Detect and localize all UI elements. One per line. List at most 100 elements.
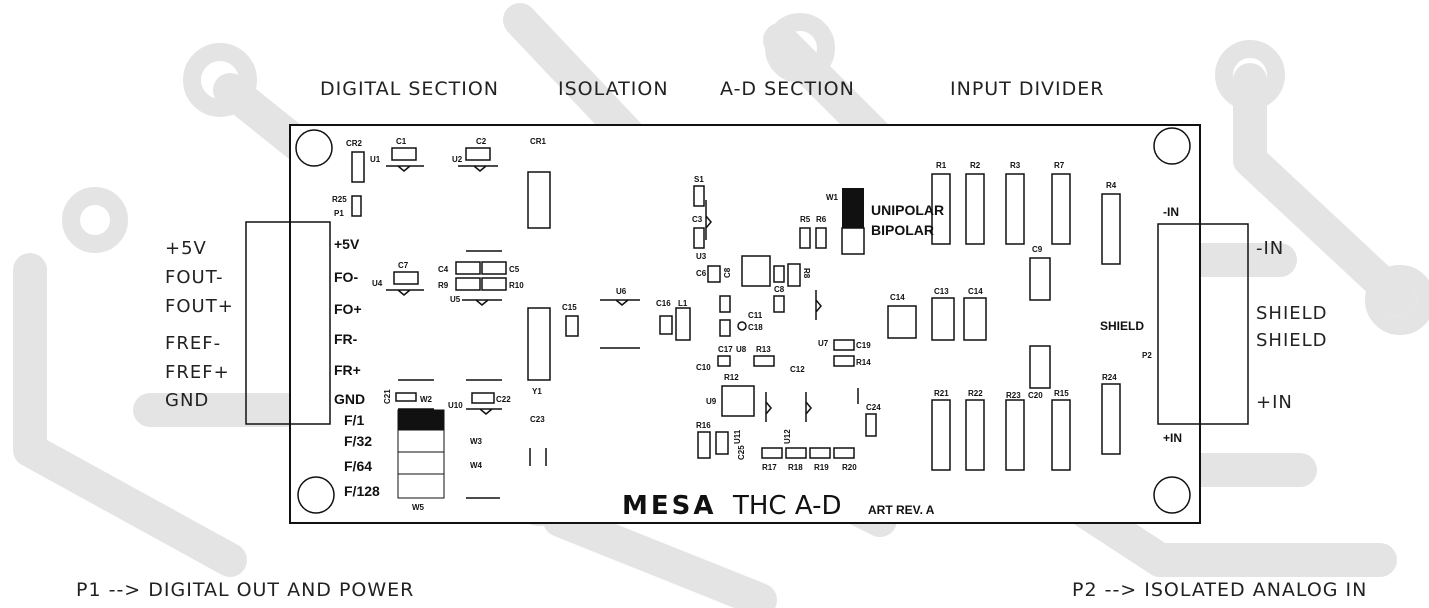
ref-label: R12: [724, 373, 739, 382]
l1-outline: [675, 307, 691, 341]
p1-board-pin-labels: +5V FO- FO+ FR- FR+ GND: [334, 236, 365, 407]
ref-label: R16: [696, 421, 711, 430]
p1-board-pin: FO+: [334, 301, 362, 317]
jumper-f128: [397, 473, 445, 499]
r10-outline: [481, 277, 507, 291]
ref-label: R25: [332, 195, 347, 204]
ref-label: R6: [816, 215, 827, 224]
c14a-outline: [887, 305, 917, 339]
r17-outline: [761, 447, 783, 459]
r24-outline: [1101, 383, 1121, 455]
ref-label: W5: [412, 503, 425, 512]
jumper-f1-installed: [397, 409, 445, 431]
c6-outline: [707, 265, 721, 283]
ref-label: C14: [968, 287, 983, 296]
ref-label: C14: [890, 293, 905, 302]
ref-label: R3: [1010, 161, 1021, 170]
ref-label: R4: [1106, 181, 1117, 190]
ref-label: C3: [692, 215, 703, 224]
r20-outline: [833, 447, 855, 459]
p1-board-pin: GND: [334, 391, 365, 407]
p2-board-pin: -IN: [1163, 205, 1179, 219]
c21-outline: [395, 392, 417, 402]
ref-label: R14: [856, 358, 871, 367]
ref-label: C8: [723, 267, 732, 278]
s1-outline: [693, 185, 705, 207]
ref-label: R13: [756, 345, 771, 354]
ref-label: R5: [800, 215, 811, 224]
ref-label: C4: [438, 265, 449, 274]
jumper-f32: [397, 429, 445, 453]
connector-p1: [245, 221, 331, 425]
ref-label: C6: [696, 269, 707, 278]
u9-outline: [721, 385, 755, 417]
ref-label: R8: [802, 268, 811, 279]
label-unipolar: UNIPOLAR: [871, 202, 944, 218]
p2-connector: [1157, 223, 1249, 425]
ref-label: R19: [814, 463, 829, 472]
r15-outline: [1051, 399, 1071, 471]
ref-label: C20: [1028, 391, 1043, 400]
ref-label: C13: [934, 287, 949, 296]
r16-outline: [697, 431, 711, 459]
ref-label: R7: [1054, 161, 1065, 170]
component-outlines: [351, 147, 1249, 471]
ref-label: U7: [818, 339, 829, 348]
c14b-outline: [963, 297, 987, 341]
r25-outline: [351, 195, 362, 217]
label-isolation: ISOLATION: [558, 78, 669, 100]
ref-label: R22: [968, 389, 983, 398]
ref-label: R15: [1054, 389, 1069, 398]
r18-outline: [785, 447, 807, 459]
mounting-hole-top-right: [1153, 127, 1191, 165]
p2-pin-label: +IN: [1256, 392, 1293, 413]
ref-label: U2: [452, 155, 463, 164]
ref-label: U8: [736, 345, 747, 354]
ref-label: P1: [334, 209, 344, 218]
w1-jumper-open: [841, 227, 865, 255]
r6-outline: [815, 227, 827, 249]
c20-outline: [1029, 345, 1051, 389]
p1-board-pin: FR+: [334, 362, 361, 378]
c2-outline: [465, 147, 491, 161]
ref-label: C8: [774, 285, 785, 294]
r3-outline: [1005, 173, 1025, 245]
art-revision: ART REV. A: [868, 503, 935, 517]
label-digital-section: DIGITAL SECTION: [320, 78, 499, 100]
c18-outline: [719, 319, 731, 337]
p1-board-pin: FO-: [334, 269, 358, 285]
mesa-logo: MESA: [622, 491, 716, 521]
c19-outline: [833, 339, 855, 351]
c5-outline: [481, 261, 507, 275]
ref-label: W1: [826, 193, 839, 202]
ref-label: C22: [496, 395, 511, 404]
r5-outline: [799, 227, 811, 249]
ref-label: C25: [737, 445, 746, 460]
ref-label: R2: [970, 161, 981, 170]
p2-board-pin: SHIELD: [1100, 319, 1144, 333]
r7-outline: [1051, 173, 1071, 245]
freq-label: F/64: [344, 458, 372, 474]
p1-pin-label: FOUT-: [165, 267, 224, 288]
ref-label: W3: [470, 437, 483, 446]
ic-symbols: [386, 165, 859, 499]
p1-pin-label: FOUT+: [165, 296, 234, 317]
p2-board-pin: +IN: [1163, 431, 1182, 445]
ref-label: CR1: [530, 137, 547, 146]
ref-label: C21: [383, 389, 392, 404]
ref-label: C2: [476, 137, 487, 146]
c3-outline: [693, 227, 705, 249]
c9-outline: [1029, 257, 1051, 301]
ref-label: C24: [866, 403, 881, 412]
ref-label: R1: [936, 161, 947, 170]
r2-outline: [965, 173, 985, 245]
ref-label: R21: [934, 389, 949, 398]
ref-label: W4: [470, 461, 483, 470]
ref-label: U3: [696, 252, 707, 261]
ref-label: C9: [1032, 245, 1043, 254]
c1-outline: [391, 147, 417, 161]
r23-outline: [1005, 399, 1025, 471]
ref-label: S1: [694, 175, 704, 184]
r13-outline: [753, 355, 775, 367]
ref-label: C18: [748, 323, 763, 332]
